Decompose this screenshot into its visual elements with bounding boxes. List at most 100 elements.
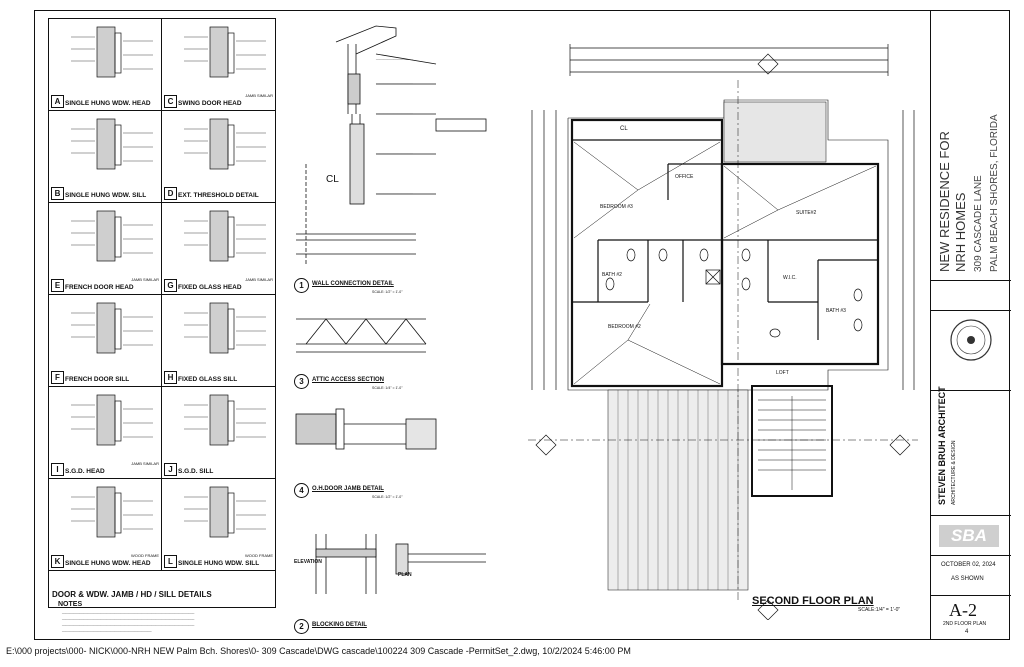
section-details-drawing: [295, 25, 487, 594]
drawing-sheet-border: [34, 10, 1010, 640]
detail-number-1: 1: [294, 278, 309, 293]
detail-title: SWING DOOR HEAD: [178, 100, 242, 107]
project-title-line1: NEW RESIDENCE FOR: [937, 131, 952, 272]
floor-plan-drawing: [528, 44, 918, 620]
detail-tag: L: [164, 555, 177, 568]
detail-drawing: [184, 210, 266, 262]
note-text: ___________________: [376, 150, 413, 154]
detail-subtitle: JAMB SIMILAR: [245, 277, 273, 282]
room-label-bedroom-3: BEDROOM #3: [600, 204, 633, 210]
detail-drawing: [184, 394, 266, 446]
detail-drawing: [184, 118, 266, 170]
detail-tag: K: [51, 555, 64, 568]
detail-drawing: [71, 118, 153, 170]
detail-title: FRENCH DOOR SILL: [65, 376, 130, 383]
attic-access-section-title: ATTIC ACCESS SECTION: [312, 377, 385, 383]
detail-title: SINGLE HUNG WDW. HEAD: [65, 100, 151, 107]
architect-seal-icon: [950, 319, 992, 361]
sheet-number: A-2: [949, 600, 977, 620]
detail-number-2: 2: [294, 619, 309, 634]
detail-title: S.G.D. SILL: [178, 468, 214, 475]
detail-subtitle: JAMB SIMILAR: [245, 93, 273, 98]
detail-subtitle: WOOD FRAME: [245, 553, 273, 558]
sheet-scale: AS SHOWN: [951, 576, 984, 582]
room-label-suite-2: SUITE#2: [796, 210, 817, 216]
detail-number-4: 4: [294, 483, 309, 498]
detail-drawing: [184, 486, 266, 538]
file-path-footer: E:\000 projects\000- NICK\000-NRH NEW Pa…: [6, 646, 631, 656]
detail-scale: SCALE: 1/4" = 1'-0": [372, 386, 403, 390]
sheet-description: 2ND FLOOR PLAN: [943, 621, 987, 627]
architect-subtitle: ARCHITECTURE & DESIGN: [951, 440, 957, 505]
detail-drawing: [71, 26, 153, 78]
note-text: ___________________: [376, 56, 413, 60]
note-text: ___________________: [376, 190, 413, 194]
title-block: NEW RESIDENCE FOR NRH HOMES 309 CASCADE …: [930, 10, 1011, 640]
detail-title: FRENCH DOOR HEAD: [65, 284, 134, 291]
detail-tag: J: [164, 463, 177, 476]
project-title-line2: NRH HOMES: [953, 192, 968, 272]
detail-tag: G: [164, 279, 177, 292]
detail-drawing: [71, 302, 153, 354]
room-label-bath-3: BATH #3: [826, 308, 846, 314]
second-floor-plan: BEDROOM #3 OFFICE SUITE#2 BATH #2 W.I.C.…: [528, 40, 918, 620]
detail-title: SINGLE HUNG WDW. SILL: [178, 560, 260, 567]
room-label-wic: W.I.C.: [783, 275, 797, 281]
project-address-line2: PALM BEACH SHORES, FLORIDA: [989, 114, 1000, 272]
detail-title: FIXED GLASS SILL: [178, 376, 238, 383]
elevation-label: ELEVATION: [294, 559, 322, 565]
detail-drawing: [71, 486, 153, 538]
detail-drawing: [184, 26, 266, 78]
detail-title: SINGLE HUNG WDW. SILL: [65, 192, 147, 199]
floor-plan-scale: SCALE:1/4" = 1'-0": [858, 607, 901, 613]
architect-logo: SBA: [939, 525, 999, 547]
architect-name: STEVEN BRUH ARCHITECT: [937, 386, 947, 505]
detail-tag: B: [51, 187, 64, 200]
detail-subtitle: JAMB SIMILAR: [131, 461, 159, 466]
detail-tag: I: [51, 463, 64, 476]
detail-tag: E: [51, 279, 64, 292]
detail-scale: SCALE: 1/2" = 1'-0": [372, 290, 403, 294]
detail-tag: A: [51, 95, 64, 108]
note-text: ___________________: [376, 80, 413, 84]
floor-plan-title: SECOND FLOOR PLAN: [752, 595, 874, 607]
room-label-closet: CL: [620, 126, 628, 132]
detail-tag: F: [51, 371, 64, 384]
project-address-line1: 309 CASCADE LANE: [973, 175, 984, 272]
room-label-loft: LOFT: [776, 370, 789, 376]
room-label-office: OFFICE: [675, 174, 694, 180]
sheet-count: 4: [965, 629, 969, 635]
note-text: ___________________: [376, 110, 413, 114]
cl-label: CL: [326, 174, 339, 185]
detail-title: S.G.D. HEAD: [65, 468, 105, 475]
detail-subtitle: WOOD FRAME: [131, 553, 159, 558]
detail-title: EXT. THRESHOLD DETAIL: [178, 192, 259, 199]
oh-door-jamb-detail-title: O.H.DOOR JAMB DETAIL: [312, 486, 384, 492]
blocking-detail-title: BLOCKING DETAIL: [312, 622, 367, 628]
detail-scale: SCALE: 1/2" = 1'-0": [372, 495, 403, 499]
room-label-bath-2: BATH #2: [602, 272, 622, 278]
detail-number-3: 3: [294, 374, 309, 389]
detail-tag: D: [164, 187, 177, 200]
sheet-date: OCTOBER 02, 2024: [941, 562, 996, 568]
detail-drawing: [184, 302, 266, 354]
detail-drawing: [71, 210, 153, 262]
section-details-column: ___________________ ___________________ …: [286, 14, 526, 634]
detail-tag: C: [164, 95, 177, 108]
detail-tag: H: [164, 371, 177, 384]
room-label-bedroom-2: BEDROOM #2: [608, 324, 641, 330]
details-section-title: DOOR & WDW. JAMB / HD / SILL DETAILS: [52, 590, 212, 599]
